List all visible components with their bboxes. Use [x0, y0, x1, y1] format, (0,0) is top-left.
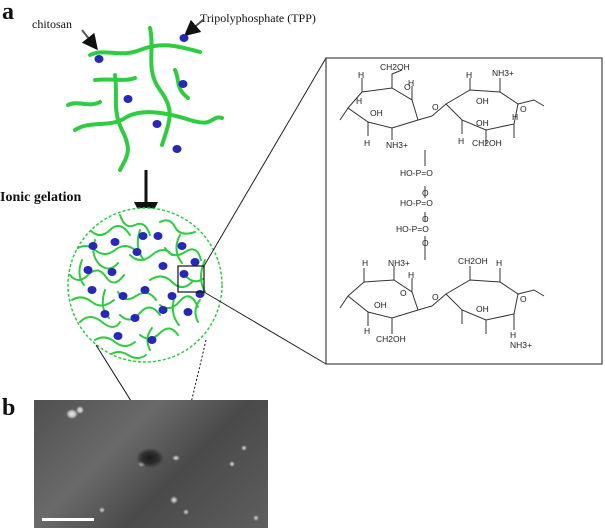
micrograph-image [34, 400, 268, 528]
zoom-line-bottom [203, 291, 327, 365]
top-h-a2: H [356, 96, 363, 106]
tpp-ions [94, 34, 189, 153]
bottom-h-c3: H [364, 326, 371, 336]
panel-letter-a: a [2, 0, 14, 25]
top-h-b3: OH [476, 118, 489, 128]
bottom-oh-d: OH [476, 304, 489, 314]
tpp-label: Tripolyphosphate (TPP) [200, 11, 316, 25]
top-h-b2: H [512, 112, 519, 122]
top-h-b4: H [458, 136, 465, 146]
top-oh-a: OH [370, 108, 383, 118]
nanoparticle [67, 207, 223, 363]
bottom-h-c2: H [408, 270, 415, 280]
top-o-a: O [404, 82, 411, 92]
top-h-a1: H [358, 70, 365, 80]
bottom-o-d: O [520, 294, 527, 304]
top-nh3-b: NH3+ [492, 68, 514, 78]
tpp-o3: O [422, 238, 429, 248]
bottom-oh-c: OH [374, 300, 387, 310]
tpp-row3: HO-P=O [396, 224, 429, 234]
top-ch2oh-a: CH2OH [380, 62, 410, 72]
bottom-nh3-c: NH3+ [388, 258, 410, 268]
tpp-row1: HO-P=O [400, 168, 433, 178]
top-ch2oh-b: CH2OH [472, 138, 502, 148]
bottom-nh3-d: NH3+ [510, 340, 532, 350]
top-o-link: O [432, 102, 439, 112]
tpp-row2: HO-P=O [400, 198, 433, 208]
top-o-b: O [520, 104, 527, 114]
bottom-o-link: O [432, 292, 439, 302]
top-h-a3: H [408, 78, 415, 88]
top-chitosan-rings [339, 69, 545, 144]
chitosan-label: chitosan [32, 17, 72, 31]
bottom-h-d1: H [496, 258, 503, 268]
chitosan-network [66, 26, 224, 172]
bottom-ch2oh-d: CH2OH [376, 334, 406, 344]
bottom-h-c1: H [362, 258, 369, 268]
top-oh-b: OH [476, 96, 489, 106]
ionic-gelation-label: Ionic gelation [0, 190, 82, 205]
tpp-pointer-arrow [183, 18, 205, 37]
zoom-region-box [177, 265, 205, 293]
top-h-a4: H [364, 138, 371, 148]
top-h-b1: H [466, 70, 473, 80]
top-nh3-a: NH3+ [386, 140, 408, 150]
bottom-h-d2: H [510, 330, 517, 340]
chitosan-pointer-arrow [81, 29, 98, 51]
tpp-o1: O [422, 188, 429, 198]
scale-bar [42, 518, 94, 521]
tpp-o2: O [422, 214, 429, 224]
zoom-line-top [203, 57, 327, 267]
bottom-chitosan-rings [339, 266, 545, 334]
bottom-o-c: O [400, 288, 407, 298]
panel-letter-b: b [2, 395, 16, 421]
bottom-ch2oh-c: CH2OH [458, 256, 488, 266]
